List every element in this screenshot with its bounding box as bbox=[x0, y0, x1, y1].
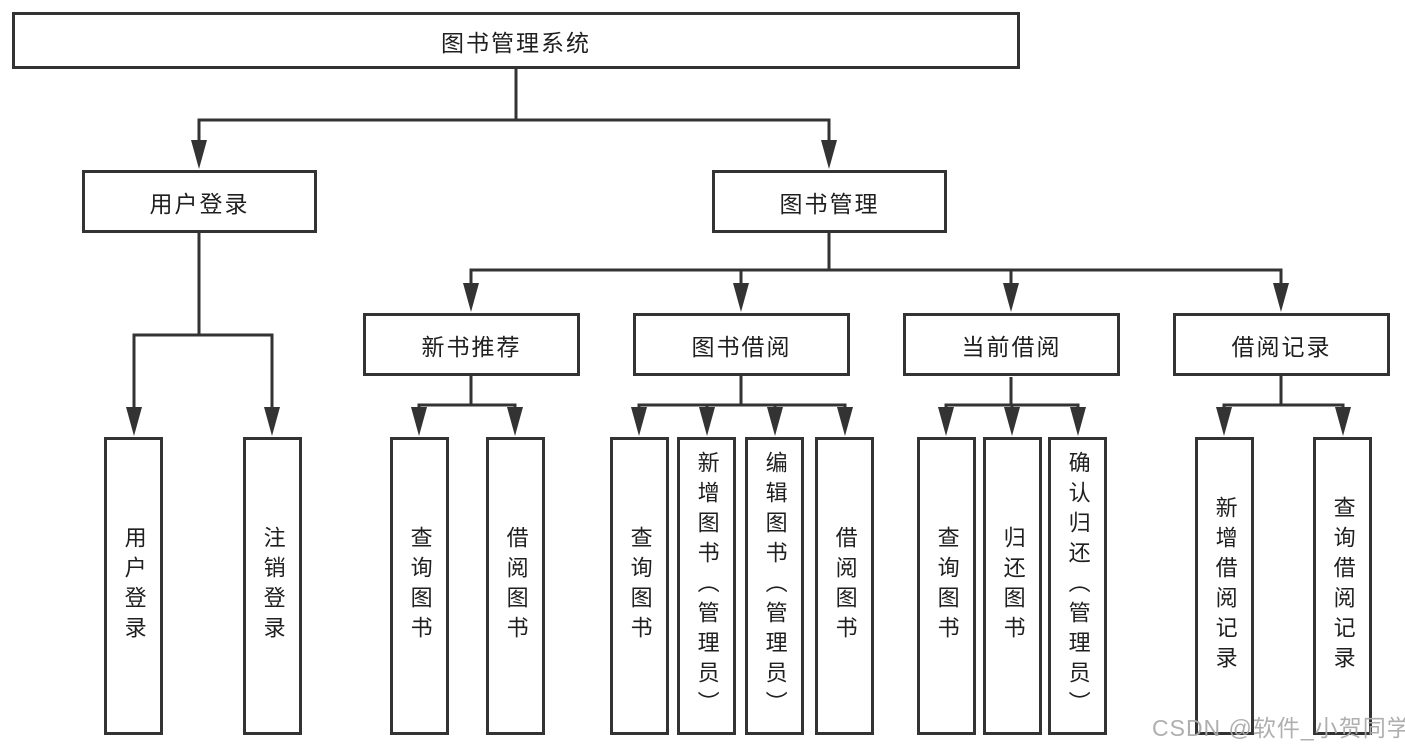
node-new-book-recommend: 新书推荐 bbox=[363, 313, 580, 376]
arrow-down-icon bbox=[1216, 407, 1232, 436]
leaf-records-query-record-label: 查询借阅记录 bbox=[1330, 496, 1356, 676]
arrow-down-icon bbox=[767, 407, 783, 436]
arrow-down-icon bbox=[631, 407, 647, 436]
leaf-logout-label: 注销登录 bbox=[260, 526, 286, 646]
leaf-borrow-edit-books-admin: 编辑图书（管理员） bbox=[745, 437, 804, 735]
leaf-newbook-query-books-label: 查询图书 bbox=[407, 526, 433, 646]
arrow-down-icon bbox=[1004, 407, 1020, 436]
leaf-borrow-query-books: 查询图书 bbox=[610, 437, 669, 735]
leaf-current-return-books-label: 归还图书 bbox=[1000, 526, 1026, 646]
leaf-newbook-borrow-books-label: 借阅图书 bbox=[503, 526, 529, 646]
leaf-current-query-books-label: 查询图书 bbox=[934, 526, 960, 646]
arrow-down-icon bbox=[126, 407, 142, 436]
arrow-down-icon bbox=[1003, 283, 1019, 312]
node-book-borrow: 图书借阅 bbox=[633, 313, 850, 376]
leaf-borrow-edit-books-admin-label: 编辑图书（管理员） bbox=[762, 451, 788, 721]
leaf-borrow-borrow-books-label: 借阅图书 bbox=[832, 526, 858, 646]
node-new-book-recommend-label: 新书推荐 bbox=[421, 333, 522, 360]
arrow-down-icon bbox=[264, 407, 280, 436]
leaf-current-query-books: 查询图书 bbox=[917, 437, 976, 735]
leaf-current-confirm-return-admin: 确认归还（管理员） bbox=[1048, 437, 1107, 735]
arrow-down-icon bbox=[699, 407, 715, 436]
leaf-records-query-record: 查询借阅记录 bbox=[1313, 437, 1372, 735]
leaf-logout: 注销登录 bbox=[243, 437, 302, 735]
arrow-down-icon bbox=[1070, 407, 1086, 436]
arrow-down-icon bbox=[938, 407, 954, 436]
arrow-down-icon bbox=[191, 140, 207, 169]
node-current-borrow-label: 当前借阅 bbox=[961, 333, 1062, 360]
leaf-newbook-borrow-books: 借阅图书 bbox=[486, 437, 545, 735]
leaf-borrow-borrow-books: 借阅图书 bbox=[815, 437, 874, 735]
arrow-down-icon bbox=[837, 407, 853, 436]
node-current-borrow: 当前借阅 bbox=[903, 313, 1120, 376]
leaf-records-add-record: 新增借阅记录 bbox=[1195, 437, 1254, 735]
leaf-current-return-books: 归还图书 bbox=[983, 437, 1042, 735]
arrow-down-icon bbox=[1273, 283, 1289, 312]
node-borrow-records-label: 借阅记录 bbox=[1231, 333, 1332, 360]
node-root: 图书管理系统 bbox=[12, 12, 1020, 69]
leaf-borrow-add-books-admin: 新增图书（管理员） bbox=[677, 437, 736, 735]
arrow-down-icon bbox=[411, 407, 427, 436]
node-book-management: 图书管理 bbox=[712, 170, 947, 233]
node-user-login-label: 用户登录 bbox=[149, 190, 250, 217]
leaf-current-confirm-return-admin-label: 确认归还（管理员） bbox=[1065, 451, 1091, 721]
arrow-down-icon bbox=[1335, 407, 1351, 436]
leaf-borrow-add-books-admin-label: 新增图书（管理员） bbox=[694, 451, 720, 721]
leaf-user-login: 用户登录 bbox=[104, 437, 163, 735]
arrow-down-icon bbox=[821, 140, 837, 169]
node-user-login: 用户登录 bbox=[82, 170, 317, 233]
node-root-label: 图书管理系统 bbox=[441, 29, 591, 56]
arrow-down-icon bbox=[733, 283, 749, 312]
leaf-records-add-record-label: 新增借阅记录 bbox=[1212, 496, 1238, 676]
csdn-watermark: CSDN @软件_小贺同学 bbox=[1152, 715, 1405, 741]
leaf-user-login-label: 用户登录 bbox=[121, 526, 147, 646]
node-book-borrow-label: 图书借阅 bbox=[691, 333, 792, 360]
leaf-newbook-query-books: 查询图书 bbox=[390, 437, 449, 735]
node-borrow-records: 借阅记录 bbox=[1173, 313, 1390, 376]
arrow-down-icon bbox=[507, 407, 523, 436]
arrow-down-icon bbox=[463, 283, 479, 312]
leaf-borrow-query-books-label: 查询图书 bbox=[627, 526, 653, 646]
node-book-management-label: 图书管理 bbox=[779, 190, 880, 217]
